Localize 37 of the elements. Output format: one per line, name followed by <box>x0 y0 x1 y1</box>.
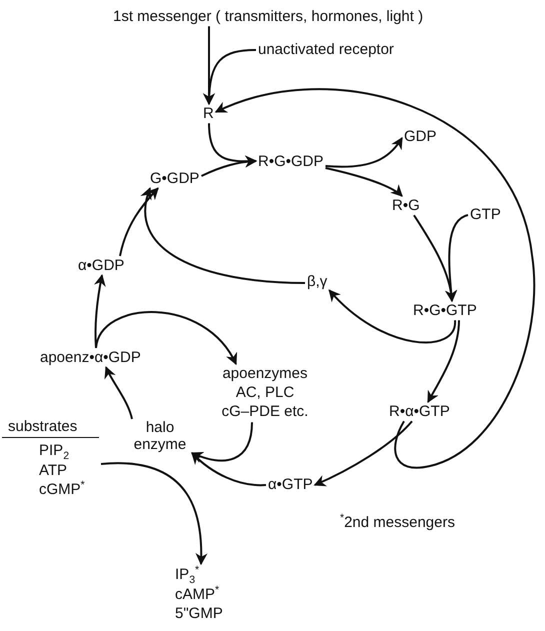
node-label: R•G <box>392 197 420 214</box>
node-label: R•G•GDP <box>258 153 324 170</box>
arrow <box>413 214 457 302</box>
arrow <box>314 420 413 486</box>
arrow <box>191 452 266 486</box>
arrow <box>201 156 258 177</box>
arrow <box>119 187 159 256</box>
arrow <box>214 88 535 469</box>
arrow <box>190 422 253 463</box>
arrow <box>427 320 460 404</box>
substrate-list: PIP$_{2}$ ATP cGMP$^{*}$ <box>2 441 99 500</box>
arrow <box>325 167 403 197</box>
node-label: 1st messenger ( transmitters, hormones, light ) <box>113 8 424 26</box>
arrow <box>203 49 256 106</box>
node-label: R•α•GTP <box>389 403 450 420</box>
arrow <box>325 137 403 168</box>
node-label: halo enzyme <box>132 420 188 453</box>
node-label: R•G•GTP <box>413 302 477 320</box>
arrow <box>95 311 237 366</box>
arrow <box>445 214 468 302</box>
arrow <box>141 187 306 284</box>
node-label: G•GDP <box>150 170 200 188</box>
node-label: apoenzymes AC, PLC cG–PDE etc. <box>220 365 310 422</box>
arrow <box>100 462 208 566</box>
node-label: unactivated receptor <box>258 41 394 58</box>
arrow <box>328 289 456 344</box>
node-label: α•GDP <box>78 257 124 274</box>
footnote: $^{*}$2nd messengers <box>340 512 455 531</box>
arrow <box>104 366 133 420</box>
node-label: β,γ <box>307 273 328 290</box>
node-label: R <box>203 105 214 122</box>
list-heading: substrates <box>2 418 99 438</box>
node-label: α•GTP <box>268 476 313 494</box>
node-label: apoenz•α•GDP <box>40 349 141 366</box>
arrow <box>94 274 106 348</box>
node-label: GTP <box>470 206 501 224</box>
node-label: GDP <box>404 128 437 146</box>
